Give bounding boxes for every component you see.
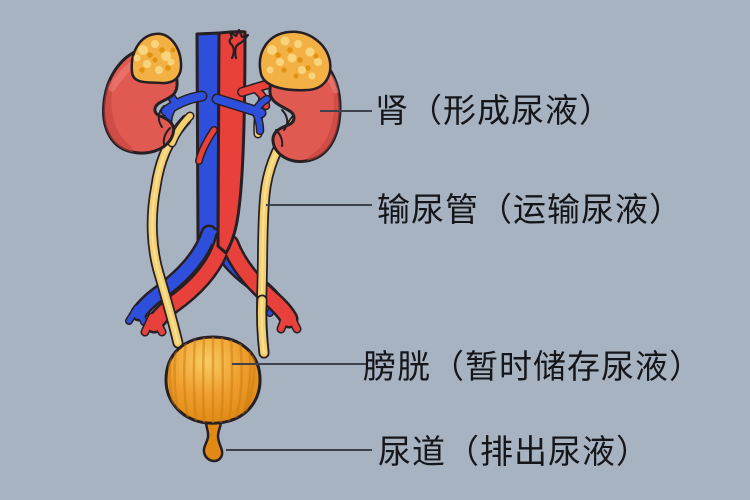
ureter-left bbox=[146, 114, 192, 349]
adrenal-gland-right bbox=[258, 30, 332, 92]
ureter-right-overlay bbox=[256, 294, 270, 359]
label-urethra: 尿道（排出尿液） bbox=[378, 433, 650, 470]
aorta-branch-mark bbox=[228, 28, 250, 60]
bladder bbox=[164, 335, 262, 425]
label-kidney: 肾（形成尿液） bbox=[375, 92, 613, 129]
label-ureter: 输尿管（运输尿液） bbox=[377, 191, 683, 228]
label-bladder: 膀胱（暂时储存尿液） bbox=[363, 348, 703, 385]
adrenal-gland-left bbox=[130, 32, 183, 85]
renal-vessels bbox=[160, 79, 274, 165]
leader-lines bbox=[226, 110, 372, 451]
urethra bbox=[202, 416, 224, 463]
